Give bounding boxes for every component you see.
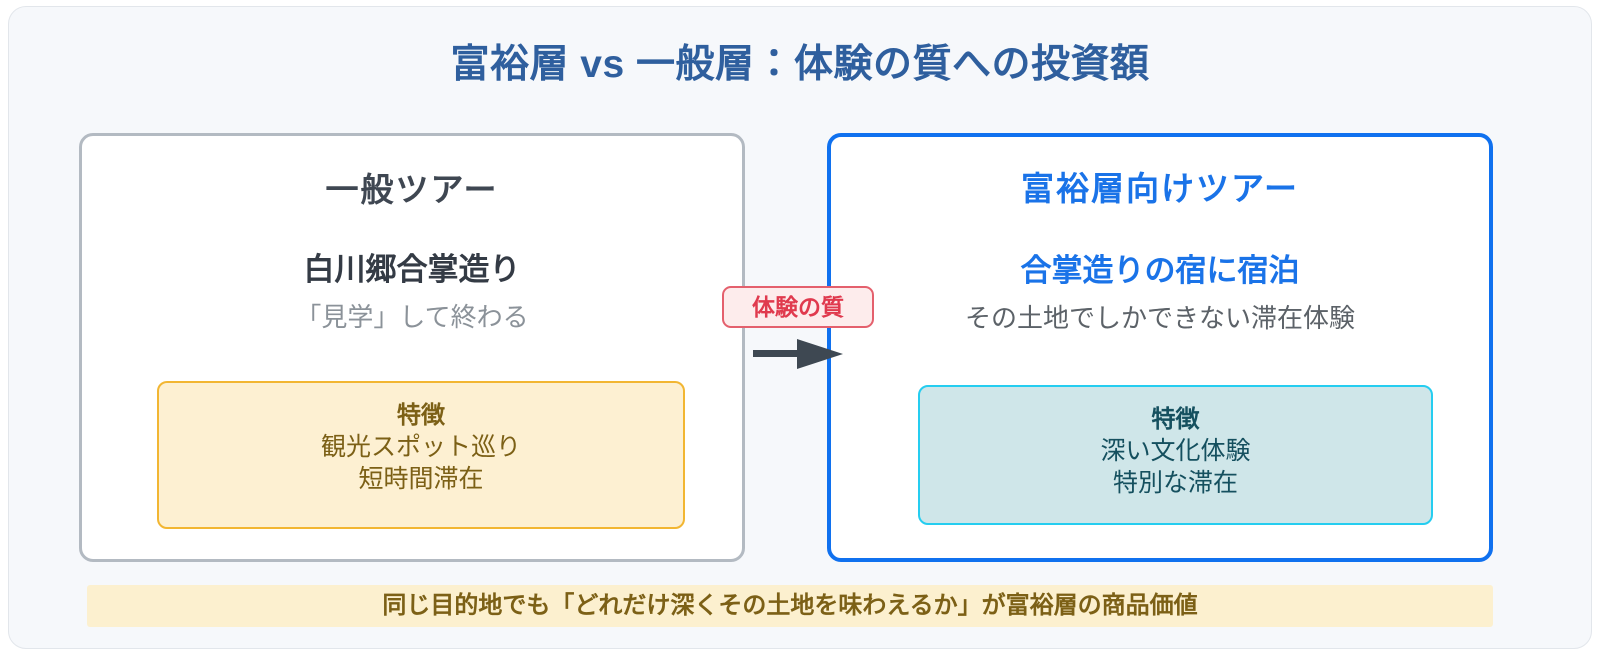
standard-tour-subject: 白川郷合掌造り xyxy=(303,252,521,287)
standard-feature-box: 特徴 観光スポット巡り 短時間滞在 xyxy=(157,381,685,529)
luxury-feature-box: 特徴 深い文化体験 特別な滞在 xyxy=(918,385,1433,525)
standard-tour-note: 「見学」して終わる xyxy=(295,302,529,332)
luxury-tour-card: 富裕層向けツアー 合掌造りの宿に宿泊 その土地でしかできない滞在体験 特徴 深い… xyxy=(827,133,1493,562)
standard-tour-card: 一般ツアー 白川郷合掌造り 「見学」して終わる 特徴 観光スポット巡り 短時間滞… xyxy=(79,133,745,562)
luxury-tour-heading: 富裕層向けツアー xyxy=(1020,170,1300,207)
standard-tour-heading: 一般ツアー xyxy=(325,171,499,208)
luxury-feature-line-1: 深い文化体験 xyxy=(1100,437,1251,465)
luxury-tour-subject: 合掌造りの宿に宿泊 xyxy=(1020,253,1300,288)
page-title: 富裕層 vs 一般層：体験の質への投資額 xyxy=(450,43,1150,86)
quality-badge: 体験の質 xyxy=(722,286,874,328)
arrow-right-icon xyxy=(753,339,843,369)
luxury-feature-title: 特徴 xyxy=(1151,406,1200,433)
standard-feature-line-1: 観光スポット巡り xyxy=(320,433,521,461)
standard-feature-line-2: 短時間滞在 xyxy=(358,465,484,493)
luxury-feature-line-2: 特別な滞在 xyxy=(1112,469,1238,497)
diagram-container: 富裕層 vs 一般層：体験の質への投資額 一般ツアー 白川郷合掌造り 「見学」し… xyxy=(8,6,1592,649)
standard-feature-title: 特徴 xyxy=(397,402,445,429)
luxury-tour-note: その土地でしかできない滞在体験 xyxy=(964,303,1355,333)
summary-banner: 同じ目的地でも「どれだけ深くその土地を味わえるか」が富裕層の商品価値 xyxy=(87,585,1493,627)
